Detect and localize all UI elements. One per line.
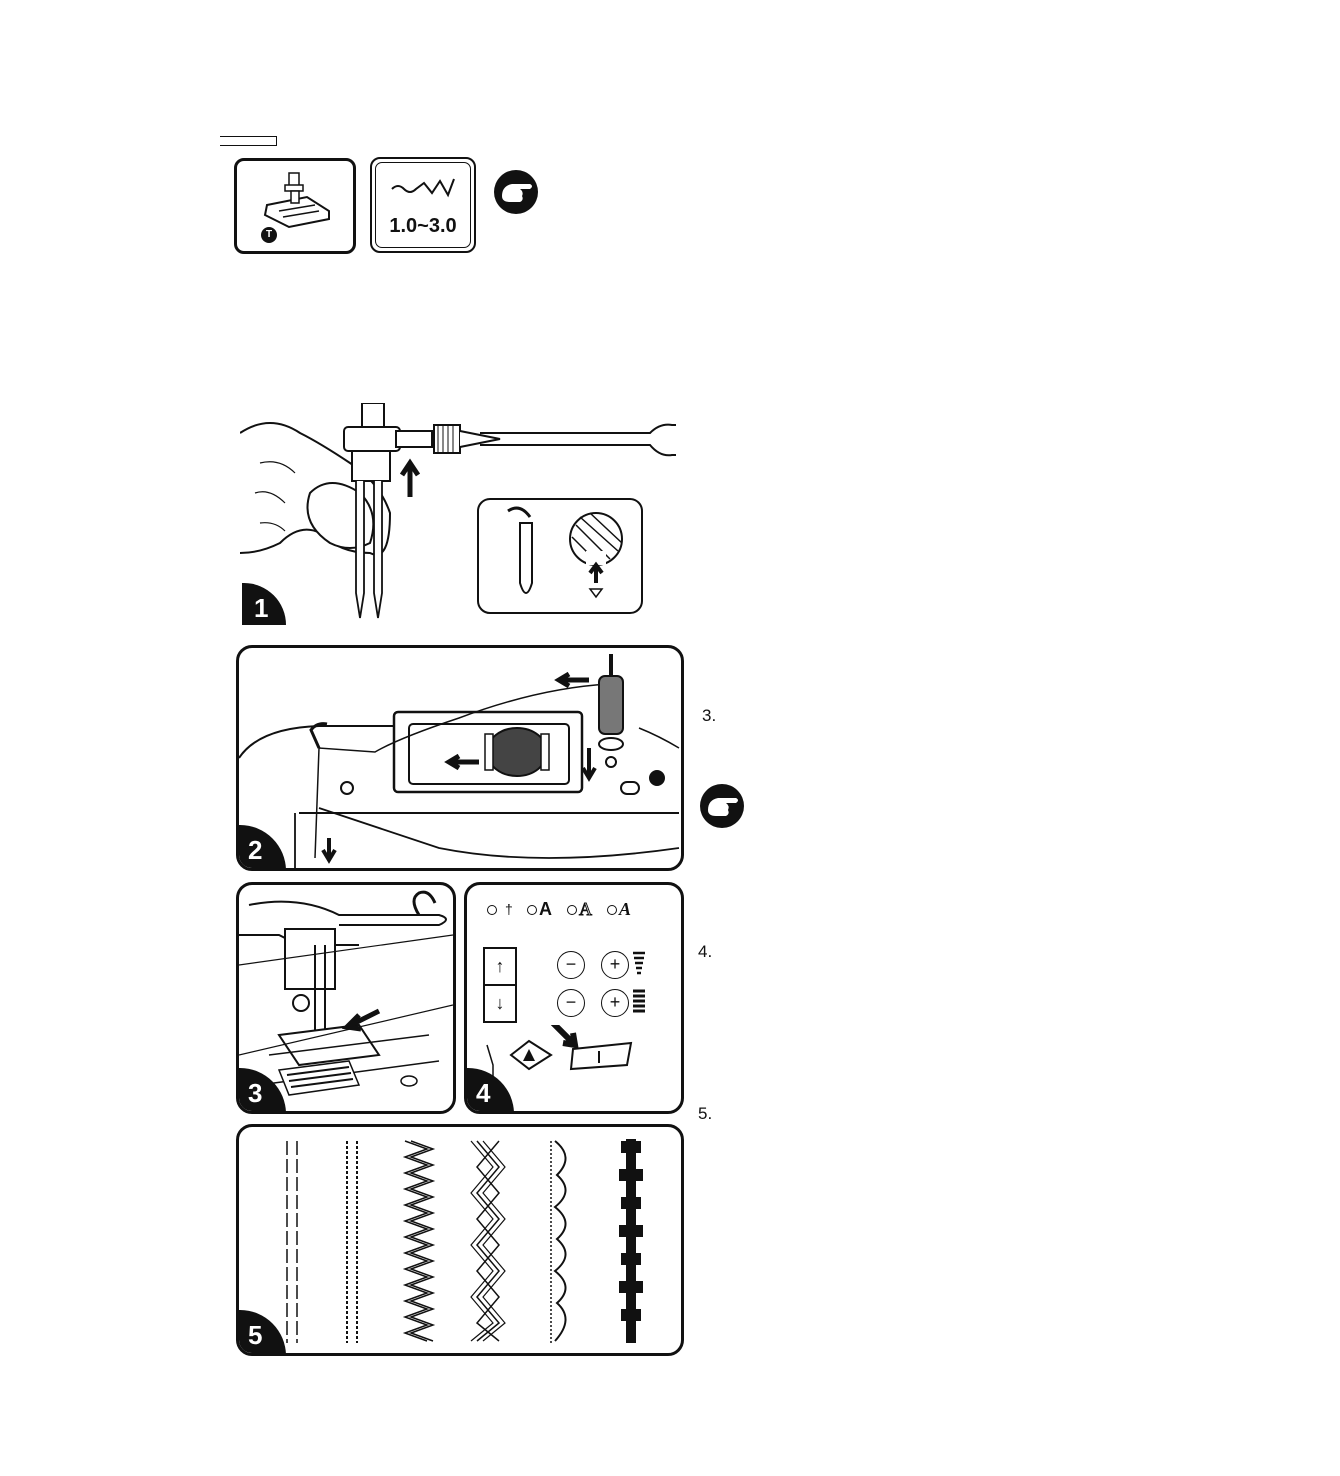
pointing-hand-icon-2 [700, 784, 744, 828]
figure-5-stitch-samples: 5 [236, 1124, 684, 1356]
letter-a-outline: A [579, 899, 592, 920]
header-rule [220, 136, 277, 146]
letter-a-script: A [619, 899, 631, 920]
figure-2-threading: 2 [236, 645, 684, 871]
presser-foot-box: T [234, 158, 356, 254]
down-arrow-button[interactable]: ↓ [485, 986, 515, 1021]
step-5-number: 5. [698, 1104, 712, 1124]
presser-foot-icon [237, 161, 353, 251]
step-4-number: 4. [698, 942, 712, 962]
plus-button-1[interactable]: + [601, 951, 629, 979]
step-3-number: 3. [702, 706, 716, 726]
stitch-length-box: 1.0~3.0 [370, 157, 476, 253]
up-arrow-button[interactable]: ↑ [485, 949, 515, 986]
foot-letter-badge: T [261, 227, 277, 243]
needle-indicator-icon: † [505, 901, 513, 917]
pointing-hand-icon [494, 170, 538, 214]
indicator-row: † A A A [487, 899, 677, 921]
figure-1-needle-insertion: 1 [240, 403, 678, 625]
stitch-width-icon [633, 951, 645, 977]
zigzag-stitch-icon [390, 175, 460, 199]
up-down-buttons: ↑ ↓ [483, 947, 517, 1023]
stitch-length-label: 1.0~3.0 [372, 215, 474, 238]
stitch-length-icon [633, 989, 645, 1015]
figure-4-control-panel: † A A A ↑ ↓ − + − + 4 [464, 882, 684, 1114]
figure-3-needle-threading: 3 [236, 882, 456, 1114]
minus-button-1[interactable]: − [557, 951, 585, 979]
plus-button-2[interactable]: + [601, 989, 629, 1017]
letter-a-bold: A [539, 899, 552, 920]
minus-button-2[interactable]: − [557, 989, 585, 1017]
